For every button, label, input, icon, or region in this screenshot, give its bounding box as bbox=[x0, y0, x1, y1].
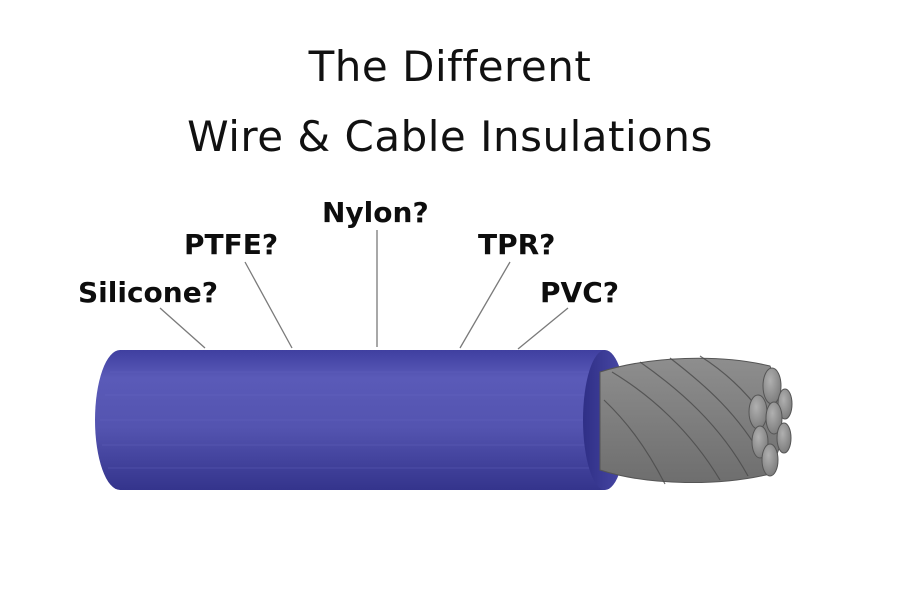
diagram-title-line-2: Wire & Cable Insulations bbox=[187, 112, 713, 161]
label-nylon: Nylon? bbox=[322, 196, 429, 229]
label-tpr: TPR? bbox=[478, 228, 556, 261]
leader-line-pvc bbox=[517, 307, 569, 350]
cable-conductor bbox=[599, 355, 793, 485]
label-pvc: PVC? bbox=[540, 276, 619, 309]
cable-jacket bbox=[95, 350, 627, 490]
leader-line-silicone bbox=[159, 307, 206, 349]
label-ptfe: PTFE? bbox=[184, 228, 279, 261]
leader-line-ptfe bbox=[244, 261, 293, 349]
diagram-title-line-1: The Different bbox=[308, 42, 592, 91]
leader-lines bbox=[159, 230, 569, 350]
label-silicone: Silicone? bbox=[78, 276, 218, 309]
leader-line-tpr bbox=[459, 261, 511, 349]
strand-ends bbox=[748, 367, 793, 477]
